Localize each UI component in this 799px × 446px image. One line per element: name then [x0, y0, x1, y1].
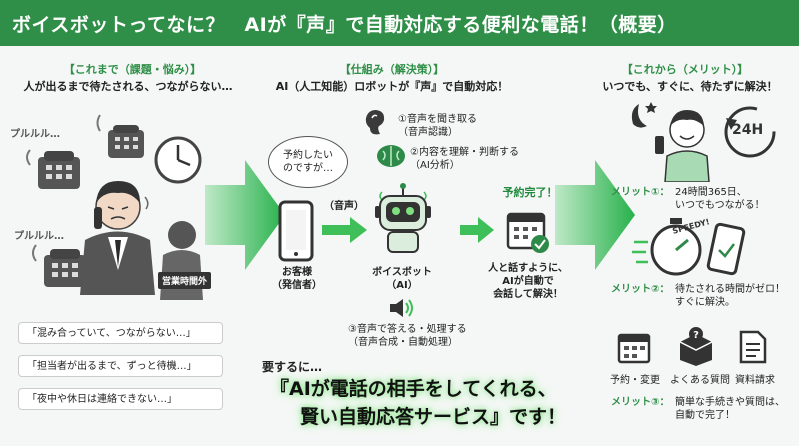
merit3-label: メリット③： [611, 397, 670, 408]
right-subtitle: いつでも、すぐに、待たずに解決！ [602, 80, 778, 93]
icon-label: 資料請求 [735, 375, 775, 386]
merit2-text: 待たされる時間がゼロ！ すぐに解決。 [675, 284, 785, 308]
merit1: メリット①： [611, 186, 669, 199]
left-section-heading: 【これまで（課題・悩み）】 [63, 63, 202, 76]
bot-label: ボイスボット （AI） [372, 267, 432, 291]
telephone-icon [32, 244, 86, 287]
question-box-icon: ? [679, 327, 713, 366]
brain-icon [377, 145, 405, 167]
summary-line: 『AIが電話の相手をしてくれる、 [270, 378, 557, 400]
clock-icon [154, 136, 202, 184]
robot-icon [375, 183, 431, 253]
smartphone-icon [278, 200, 314, 262]
ear-icon [365, 110, 385, 135]
icon-label: 予約・変更 [610, 375, 660, 386]
merit2-label: メリット②： [611, 284, 670, 295]
speaker-icon [390, 299, 413, 317]
middle-section-heading: 【仕組み（解決策）】 [339, 63, 445, 76]
customer-label: お客様 （発信者） [272, 267, 322, 291]
step3-text: ③音声で答える・処理する （音声合成・自動処理） [348, 324, 467, 348]
telephone-icon [26, 149, 80, 189]
summary-line: 賢い自動応答サービス』です！ [300, 406, 567, 428]
merit3-text: 簡単な手続きや質問は、 自動で完了！ [675, 397, 785, 421]
24h-label: 24H [732, 122, 764, 138]
arrow-right-icon [555, 160, 635, 270]
calendar-icon [617, 333, 651, 364]
voice-label: （音声） [324, 201, 364, 212]
happy-person-icon [631, 102, 776, 182]
arrow-right-icon [322, 217, 367, 243]
svg-text:?: ? [693, 330, 699, 341]
merit3: メリット③： [611, 396, 669, 409]
telephone-icon [96, 114, 144, 158]
speech-bubble: 予約したい のですが… [268, 136, 348, 188]
icon-label: よくある質問 [670, 375, 730, 386]
step2-text: ②内容を理解・判断する （AI分析） [410, 147, 519, 171]
done-label: 予約完了！ [502, 186, 558, 199]
worried-man-icon [80, 181, 155, 295]
right-section-heading: 【これから（メリット）】 [621, 63, 749, 76]
middle-subtitle: AI（人工知能）ロボットが『声』で自動対応！ [275, 80, 509, 93]
complaint-quote: 「夜中や休日は連絡できない…」 [18, 388, 223, 410]
step1-text: ①音声を聞き取る （音声認識） [398, 114, 477, 138]
arrow-right-icon [205, 160, 285, 270]
merit1-text: 24時間365日、 いつでもつながる！ [675, 187, 765, 211]
ring-text: プルルル… [10, 129, 60, 140]
complaint-quote: 「担当者が出るまで、ずっと待機…」 [18, 355, 223, 377]
summary-lead: 要するに… [262, 360, 323, 374]
calendar-check-icon [506, 212, 549, 253]
complaint-quote: 「混み合っていて、つながらない…」 [18, 322, 223, 344]
closed-sign: 営業時間外 [158, 272, 212, 289]
ring-text: プルルル… [14, 231, 64, 242]
merit2: メリット②： [611, 283, 669, 296]
arrow-right-icon [460, 217, 494, 243]
merit1-label: メリット①： [611, 187, 670, 198]
page-title: ボイスボットってなに？ AIが『声』で自動対応する便利な電話！（概要） [0, 0, 799, 46]
done-caption: 人と話すように、 AIが自動で 会話して解決！ [488, 263, 568, 300]
left-subtitle: 人が出るまで待たされる、つながらない… [23, 80, 233, 93]
stopwatch-icon [632, 218, 746, 276]
document-icon [739, 330, 767, 364]
